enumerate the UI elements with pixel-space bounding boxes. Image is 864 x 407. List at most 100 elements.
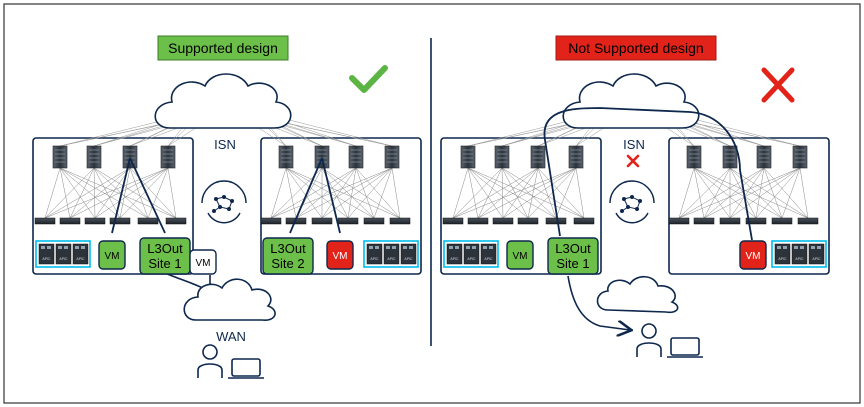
r-vm-red <box>739 240 767 270</box>
spine-switch <box>792 145 808 169</box>
r-orchestrator-icon <box>609 180 655 224</box>
cross-icon <box>761 67 795 103</box>
spine-switch <box>686 145 702 169</box>
apic-controller: APIC <box>38 243 55 265</box>
r-vm-green <box>506 240 534 270</box>
leaf-switch <box>573 217 595 225</box>
spine-switch <box>568 145 584 169</box>
vm-red-label: VM <box>333 251 348 262</box>
apic-controller: APIC <box>791 243 808 265</box>
apic-cluster: APIC APIC APIC <box>443 240 499 268</box>
not-supported-title-badge <box>555 35 717 61</box>
orchestrator-icon <box>201 180 247 224</box>
leaf-switch <box>442 217 464 225</box>
leaf-switch <box>363 217 385 225</box>
spine-switch <box>722 145 738 169</box>
apic-controller: APIC <box>366 243 383 265</box>
apic-controller: APIC <box>400 243 417 265</box>
apic-label: APIC <box>59 257 68 261</box>
spine-switch <box>86 145 102 169</box>
leaf-switch <box>467 217 489 225</box>
vm-green-site1 <box>98 240 126 270</box>
leaf-switch <box>492 217 514 225</box>
r-l3out-line2: Site 1 <box>556 256 589 271</box>
apic-controller: APIC <box>72 243 89 265</box>
vm-red-site2 <box>326 240 354 270</box>
spine-switch <box>122 145 138 169</box>
apic-label: APIC <box>484 257 493 261</box>
apic-label: APIC <box>812 257 821 261</box>
leaf-switch <box>59 217 81 225</box>
wan-label: WAN <box>216 329 246 344</box>
leaf-switch <box>34 217 56 225</box>
r-site2-box <box>668 137 830 275</box>
leaf-switch <box>137 217 159 225</box>
apic-controller: APIC <box>480 243 497 265</box>
spine-switch <box>278 145 294 169</box>
leaf-switch <box>668 217 690 225</box>
apic-controller: APIC <box>808 243 825 265</box>
leaf-switch <box>771 217 793 225</box>
r-isn-cloud <box>562 73 700 129</box>
spine-switch <box>756 145 772 169</box>
apic-controller: APIC <box>446 243 463 265</box>
leaf-switch <box>797 217 819 225</box>
apic-label: APIC <box>795 257 804 261</box>
l3out-site2-line1: L3Out <box>270 241 306 256</box>
spine-switch <box>460 145 476 169</box>
spine-switch <box>160 145 176 169</box>
spine-switch <box>52 145 68 169</box>
outer-border <box>3 3 861 404</box>
spine-switch <box>384 145 400 169</box>
apic-controller: APIC <box>55 243 72 265</box>
not-supported-title: Not Supported design <box>568 40 703 56</box>
isn-cloud <box>154 73 292 129</box>
r-l3out-line1: L3Out <box>555 241 591 256</box>
leaf-switch <box>337 217 359 225</box>
apic-cluster: APIC APIC APIC <box>35 240 91 268</box>
r-vm-red-label: VM <box>746 251 761 262</box>
spine-switch <box>530 145 546 169</box>
apic-controller: APIC <box>774 243 791 265</box>
leaf-switch <box>389 217 411 225</box>
apic-controller: APIC <box>383 243 400 265</box>
leaf-switch <box>311 217 333 225</box>
supported-title: Supported design <box>168 40 278 56</box>
check-icon <box>349 65 388 93</box>
isn-label: ISN <box>214 137 236 152</box>
spine-switch <box>314 145 330 169</box>
wan-cloud <box>183 278 276 321</box>
leaf-switch <box>165 217 187 225</box>
r-wan-cloud <box>596 275 679 314</box>
right-traffic-paths <box>543 107 753 330</box>
apic-controller: APIC <box>463 243 480 265</box>
vm-green-label: VM <box>105 251 120 262</box>
apic-label: APIC <box>450 257 459 261</box>
r-l3out-site1 <box>547 237 599 275</box>
l3out-site1-line1: L3Out <box>147 241 183 256</box>
leaf-switch <box>109 217 131 225</box>
l3out-site2 <box>262 237 314 275</box>
supported-title-badge <box>157 35 289 61</box>
user-laptop-icon <box>197 344 264 379</box>
leaf-switch <box>260 217 282 225</box>
leaf-switch <box>719 217 741 225</box>
l3out-site2-line2: Site 2 <box>271 256 304 271</box>
leaf-switch <box>84 217 106 225</box>
r-vm-green-label: VM <box>513 251 528 262</box>
leaf-switch <box>693 217 715 225</box>
leaf-switch <box>745 217 767 225</box>
leaf-switch <box>517 217 539 225</box>
l3out-site1-line2: Site 1 <box>148 256 181 271</box>
apic-label: APIC <box>467 257 476 261</box>
apic-label: APIC <box>778 257 787 261</box>
r-user-laptop-icon <box>636 323 703 358</box>
small-cross-icon <box>626 154 640 168</box>
apic-label: APIC <box>370 257 379 261</box>
r-isn-label: ISN <box>623 137 645 152</box>
vm-white-label: VM <box>196 258 211 269</box>
